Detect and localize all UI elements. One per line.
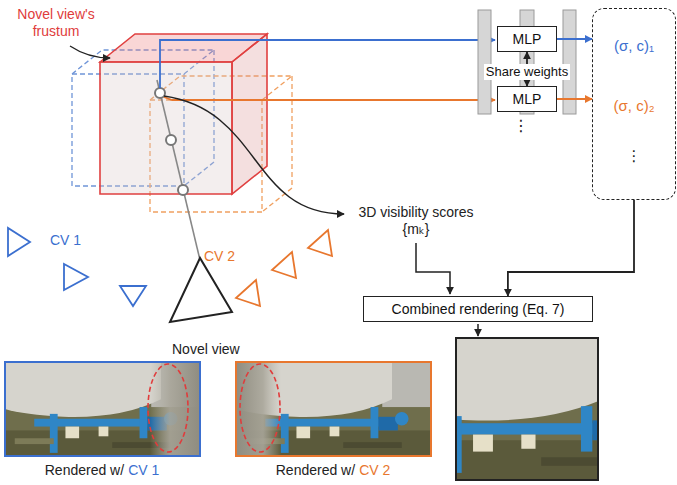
novel-camera [170,258,232,322]
node-label: MLP [513,91,542,108]
novel-frustum-side [232,34,267,194]
mlp-box: MLP [497,26,557,52]
rendered-image-cv1 [5,360,200,458]
caption-text: Rendered w/ [276,462,355,479]
connector-arrow [557,38,592,40]
node-label: MLP [513,31,542,48]
camera-icon [8,228,30,256]
camera-group-label: CV 2 [359,462,390,479]
combined-rendering-box: Combined rendering (Eq. 7) [363,296,593,322]
visibility-to-render-arrow [416,243,450,294]
output-arrow [477,324,479,336]
camera-ray [157,80,200,260]
blur-artifact [236,362,281,456]
combined-image [385,338,669,480]
node-label: Combined rendering (Eq. 7) [392,301,565,318]
sample-point [166,135,176,145]
ellipsis: ⋮ [509,116,533,135]
image-frame [5,362,200,456]
cv2-frustum-edge [262,188,292,212]
mlp-output: (σ, c)₂ [593,97,675,115]
novel-frustum-front [100,62,232,194]
rendered-image-cv2 [236,360,431,458]
image-frame [236,362,431,456]
connector-arrow [557,98,592,100]
artifact-ellipse [148,364,188,452]
caption-text: Rendered w/ [45,462,124,479]
mlp-box: MLP [497,86,557,112]
camera-icon [64,264,88,290]
cv1-cameras [8,228,146,306]
camera-group-label: CV 1 [50,232,81,249]
output-group: (σ, c)₁ (σ, c)₂ ⋮ [592,8,676,200]
camera-icon [236,280,260,306]
cv2-cameras [236,230,332,306]
mlp-output: (σ, c)₁ [593,37,675,55]
query-arrow-cv2 [164,97,495,100]
query-arrow-cv1 [160,40,495,88]
camera-icon [308,230,332,256]
sample-point [178,185,188,195]
novel-view-label: Novel view [172,341,240,358]
image-frame [456,338,598,480]
ellipsis: ⋮ [593,147,675,165]
visibility-label: 3D visibility scores {mₖ} [348,204,484,238]
pointer-arrow [70,46,110,58]
blur-artifact [150,362,200,456]
visibility-arrow [164,96,344,214]
cv2-frustum-edge [291,76,292,188]
artifact-ellipse [240,364,280,452]
layer-bar [478,10,491,114]
frustum-label: Novel view's frustum [4,6,108,40]
connector-arrow [508,200,634,296]
sample-point [155,88,165,98]
edge-label: Share weights [484,64,570,80]
camera-icon [120,286,146,306]
novel-frustum [100,34,267,194]
camera-icon [272,252,296,278]
camera-group-label: CV 1 [128,462,159,479]
camera-group-label: CV 2 [204,248,235,265]
